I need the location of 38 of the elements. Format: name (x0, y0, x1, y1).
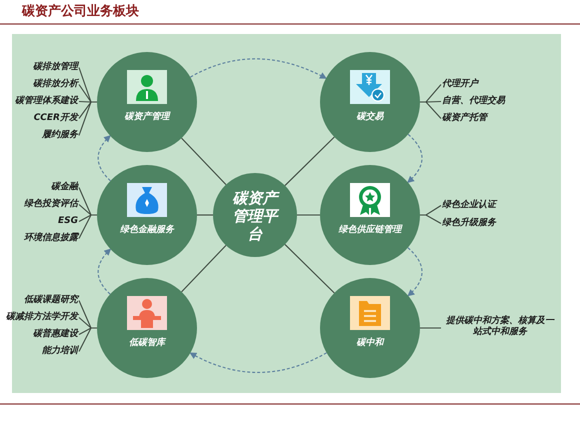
item-text: 碳减排方法学开发 (6, 312, 78, 323)
item-text: 碳普惠建设 (33, 329, 78, 340)
leader-line (420, 101, 442, 119)
cycle-arrow (190, 58, 327, 79)
connector-line (284, 136, 335, 186)
item-text: 碳管理体系建设 (15, 96, 78, 107)
connector-line (284, 244, 335, 294)
cycle-arrow (407, 134, 422, 183)
item-text: 碳排放分析 (33, 79, 78, 90)
item-text: 自营、代理交易 (442, 96, 505, 107)
item-text: CCER开发 (34, 113, 78, 124)
title: 碳资产公司业务板块 (22, 2, 139, 20)
item-text: 提供碳中和方案、核算及一站式中和服务 (442, 316, 558, 338)
leader-line (78, 101, 97, 136)
item-text: 环境信息披露 (24, 233, 78, 244)
connector-line (181, 138, 226, 186)
cycle-arrow (98, 135, 111, 182)
item-text: 低碳课题研究 (24, 295, 78, 306)
item-text: 代理开户 (442, 79, 478, 90)
connector-line (297, 214, 320, 216)
leader-line (420, 214, 442, 224)
cycle-arrow (189, 352, 327, 373)
item-text: ESG (58, 216, 78, 227)
connector-line (181, 244, 226, 292)
item-text: 履约服务 (42, 130, 78, 141)
item-text: 绿色企业认证 (442, 200, 496, 211)
item-text: 碳金融 (51, 182, 78, 193)
cycle-arrow (407, 247, 422, 296)
item-text: 绿色升级服务 (442, 218, 496, 229)
cycle-arrow (98, 248, 112, 295)
item-text: 碳资产托管 (442, 113, 487, 124)
item-text: 绿色投资评估 (24, 199, 78, 210)
leader-line (78, 327, 97, 352)
leader-line (420, 327, 441, 329)
leader-line (78, 214, 97, 239)
item-text: 碳排放管理 (33, 62, 78, 73)
item-text: 能力培训 (42, 346, 78, 357)
connector-line (197, 214, 213, 216)
